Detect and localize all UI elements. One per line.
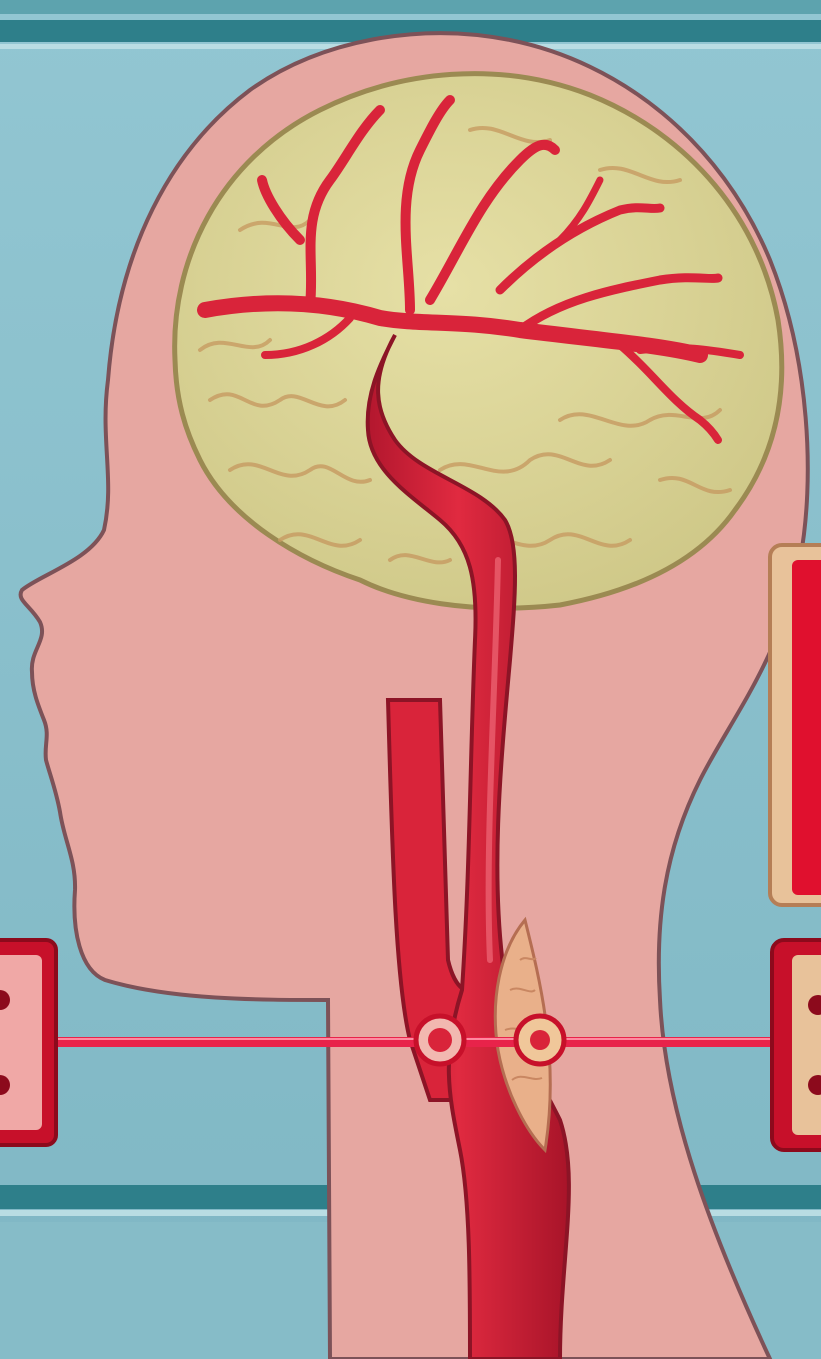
top-band <box>0 0 821 14</box>
marker-plaque <box>516 1016 564 1064</box>
callout-left <box>0 940 56 1145</box>
callout-right-bottom <box>772 940 821 1150</box>
callout-right-top <box>770 545 821 905</box>
marker-healthy <box>416 1016 464 1064</box>
